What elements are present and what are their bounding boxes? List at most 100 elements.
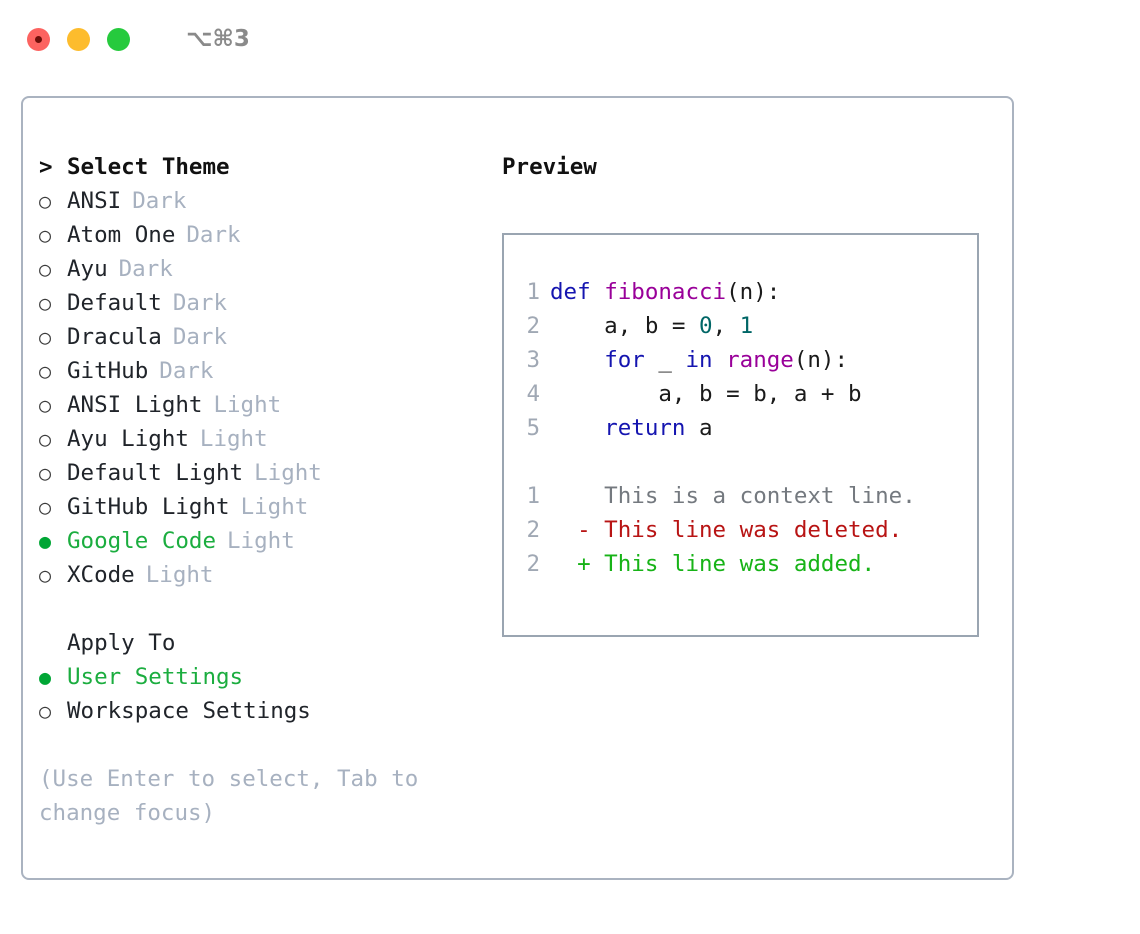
code-token: for — [604, 347, 645, 373]
code-token — [713, 347, 727, 373]
code-token: in — [685, 347, 713, 373]
caret-icon: > — [39, 154, 53, 180]
radio-selected-icon: ● — [39, 665, 52, 689]
apply-to-list: ● User Settings ○ Workspace Settings — [39, 660, 499, 728]
theme-variant-tag: Light — [213, 392, 282, 418]
theme-list-item[interactable]: ○ XCode Light — [39, 558, 499, 592]
code-token — [591, 279, 605, 305]
code-token: fibonacci — [604, 279, 727, 305]
radio-unselected-icon: ○ — [39, 563, 52, 587]
code-blank-separator — [504, 445, 977, 479]
code-token: _ — [644, 347, 686, 373]
code-token: a — [685, 415, 713, 441]
select-theme-heading: > Select Theme — [39, 150, 499, 184]
line-number: 2 — [526, 517, 540, 543]
close-window-button[interactable] — [27, 27, 50, 51]
line-number: 4 — [526, 381, 540, 407]
line-number: 2 — [526, 551, 540, 577]
diff-line: 2 - This line was deleted. — [504, 513, 977, 547]
code-token: 1 — [739, 313, 754, 339]
radio-unselected-icon: ○ — [39, 393, 52, 417]
code-token: a, b = b, a + b — [550, 381, 862, 407]
code-line: 4 a, b = b, a + b — [504, 377, 977, 411]
theme-list-item[interactable]: ○ ANSI Light Light — [39, 388, 499, 422]
theme-name-label: ANSI Light — [67, 392, 203, 418]
diff-line-text: + This line was added. — [550, 551, 876, 577]
theme-variant-tag: Light — [254, 460, 322, 486]
theme-variant-tag: Dark — [132, 188, 187, 214]
theme-list-item[interactable]: ○ Ayu Light Light — [39, 422, 499, 456]
code-token: 0 — [699, 313, 713, 339]
radio-unselected-icon: ○ — [39, 223, 52, 247]
keyboard-shortcut-label: ⌥⌘3 — [186, 25, 250, 52]
theme-variant-tag: Dark — [172, 290, 228, 316]
theme-name-label: Default Light — [67, 460, 244, 486]
code-line-text: a, b = b, a + b — [550, 377, 862, 411]
radio-unselected-icon: ○ — [39, 325, 52, 349]
code-token: range — [726, 347, 794, 373]
theme-list-item[interactable]: ○ ANSI Dark — [39, 184, 499, 218]
apply-to-label: Apply To — [67, 630, 176, 656]
line-number: 3 — [526, 347, 540, 373]
theme-variant-tag: Dark — [186, 222, 241, 248]
radio-unselected-icon: ○ — [39, 427, 52, 451]
code-line: 2 a, b = 0, 1 — [504, 309, 977, 343]
theme-name-label: Dracula — [67, 324, 162, 350]
line-number: 5 — [526, 415, 540, 441]
theme-list-item[interactable]: ○ Default Light Light — [39, 456, 499, 490]
code-token: a, b = — [550, 313, 700, 339]
theme-list-item[interactable]: ○ Dracula Dark — [39, 320, 499, 354]
theme-name-label: Ayu Light — [67, 426, 189, 452]
theme-name-label: Ayu — [67, 256, 108, 282]
code-line: 3 for _ in range(n): — [504, 343, 977, 377]
apply-to-option[interactable]: ○ Workspace Settings — [39, 694, 499, 728]
theme-variant-tag: Light — [199, 426, 268, 452]
theme-name-label: Google Code — [67, 528, 217, 554]
preview-heading: Preview — [502, 154, 597, 180]
diff-line: 1 This is a context line. — [504, 479, 977, 513]
minimize-window-button[interactable] — [67, 27, 90, 51]
code-token — [550, 415, 604, 441]
theme-variant-tag: Dark — [172, 324, 228, 350]
code-token: (n): — [726, 279, 781, 305]
select-theme-label: Select Theme — [67, 154, 230, 180]
apply-to-option-label: User Settings — [67, 664, 244, 690]
code-line-text: for _ in range(n): — [550, 343, 848, 377]
theme-name-label: ANSI — [67, 188, 122, 214]
theme-variant-tag: Dark — [118, 256, 173, 282]
theme-variant-tag: Light — [145, 562, 214, 588]
radio-selected-icon: ● — [39, 529, 52, 553]
theme-name-label: XCode — [67, 562, 135, 588]
maximize-window-button[interactable] — [107, 27, 130, 51]
apply-to-option[interactable]: ● User Settings — [39, 660, 499, 694]
code-line: 5 return a — [504, 411, 977, 445]
code-token: def — [550, 279, 591, 305]
radio-unselected-icon: ○ — [39, 461, 52, 485]
radio-unselected-icon: ○ — [39, 189, 52, 213]
radio-unselected-icon: ○ — [39, 291, 52, 315]
diff-line-text: - This line was deleted. — [550, 517, 903, 543]
code-token: return — [604, 415, 686, 441]
radio-unselected-icon: ○ — [39, 699, 52, 723]
line-number: 2 — [526, 313, 540, 339]
theme-variant-tag: Dark — [159, 358, 214, 384]
apply-to-option-label: Workspace Settings — [67, 698, 311, 724]
theme-name-label: GitHub — [67, 358, 149, 384]
radio-unselected-icon: ○ — [39, 495, 52, 519]
line-number: 1 — [526, 483, 540, 509]
apply-to-heading: Apply To — [39, 626, 499, 660]
theme-variant-tag: Light — [240, 494, 309, 520]
